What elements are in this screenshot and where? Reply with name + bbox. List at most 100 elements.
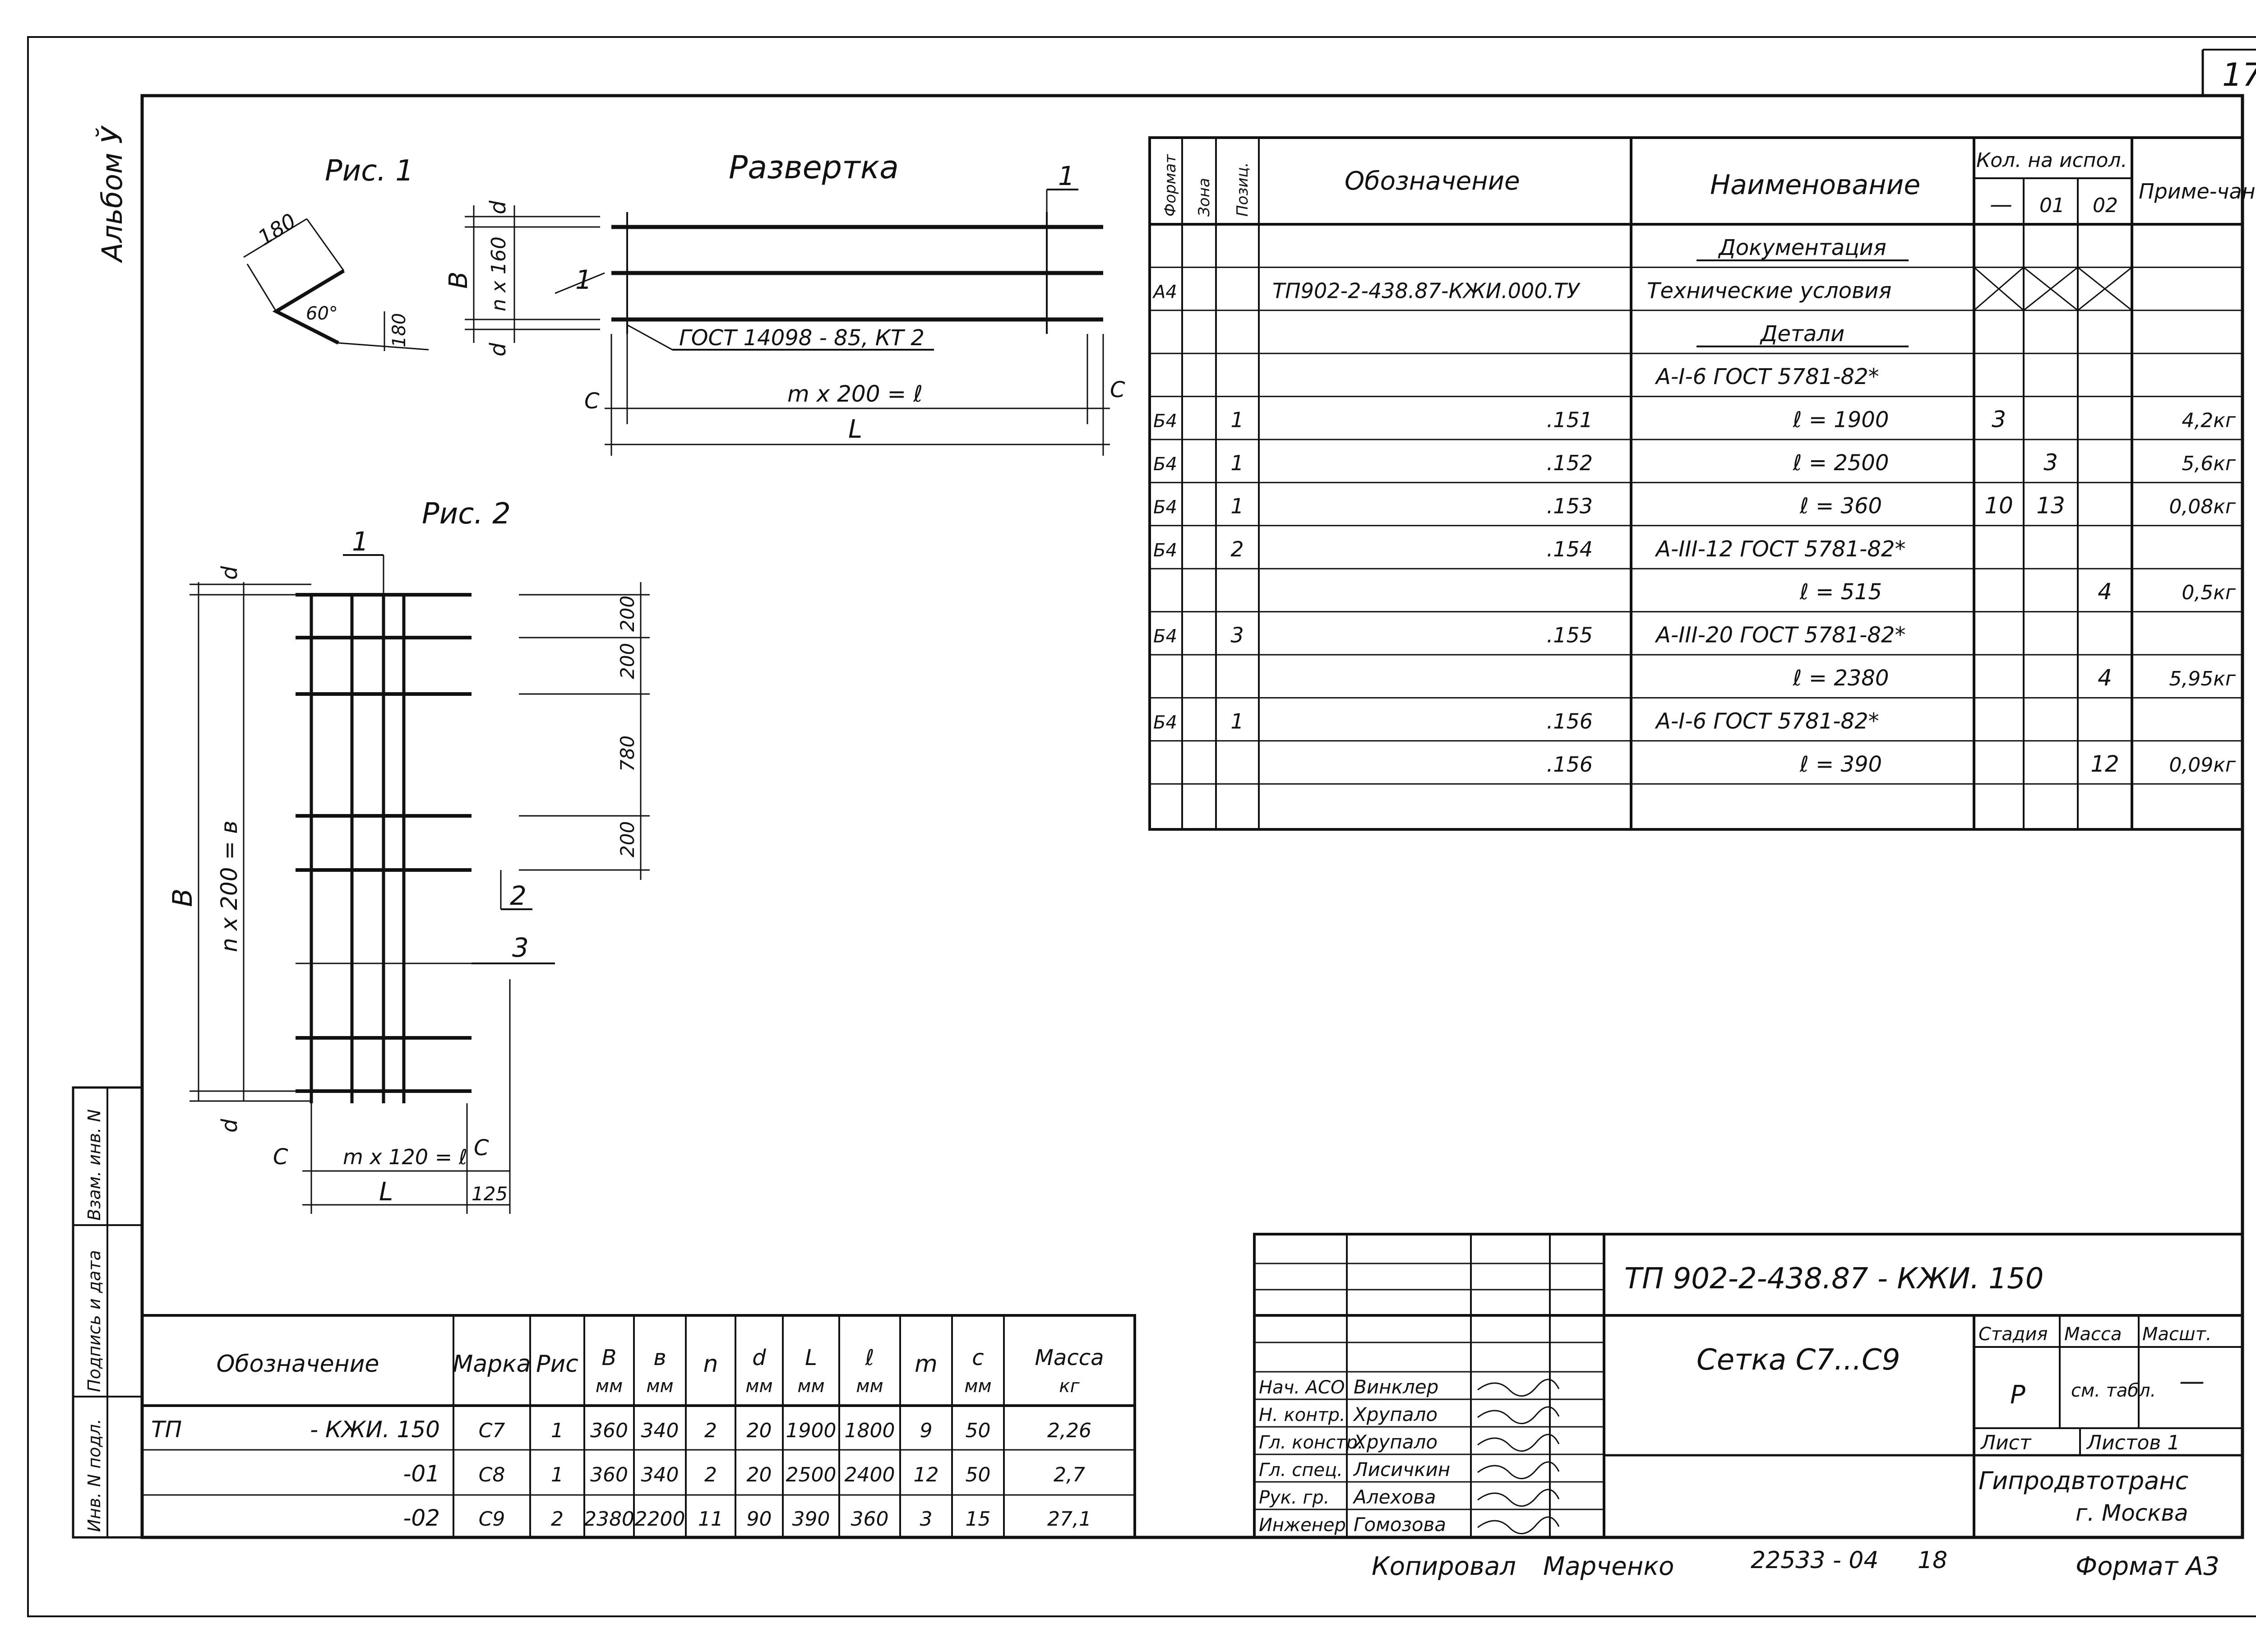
spec-cell-designation: .153 bbox=[1547, 494, 1593, 518]
spec-cell-name: ℓ = 2500 bbox=[1793, 450, 1889, 476]
spec-cell-name: ℓ = 1900 bbox=[1793, 407, 1889, 433]
title-org: Гипродвтотранс bbox=[1979, 1467, 2188, 1495]
title-scale: — bbox=[2179, 1367, 2205, 1396]
marks-cell-mark: С7 bbox=[479, 1419, 505, 1442]
marks-header: m bbox=[915, 1351, 938, 1378]
marks-header: c bbox=[972, 1345, 984, 1370]
marks-cell-L: 2500 bbox=[786, 1463, 837, 1486]
marks-header: Рис bbox=[536, 1351, 578, 1378]
title-code: ТП 902-2-438.87 - КЖИ. 150 bbox=[1624, 1262, 2043, 1296]
spec-header-zone: Зона bbox=[1195, 178, 1213, 217]
marks-cell-mark: С8 bbox=[479, 1463, 505, 1486]
spec-cell-format: Б4 bbox=[1153, 411, 1177, 432]
signature bbox=[1477, 1489, 1560, 1507]
marks-header: Марка bbox=[453, 1351, 531, 1378]
marks-cell-mass: 2,7 bbox=[1054, 1463, 1085, 1486]
fig2-pos-2: 2 bbox=[510, 880, 527, 911]
fig2-dim-mx: m x 120 = ℓ bbox=[343, 1145, 467, 1169]
spec-cell-name: ℓ = 515 bbox=[1799, 579, 1882, 605]
spec-cell-position: 3 bbox=[1230, 623, 1244, 648]
title-stage-label: Стадия bbox=[1979, 1324, 2048, 1345]
fig2-dim-c-left: C bbox=[273, 1144, 288, 1170]
spec-cell-name: ℓ = 390 bbox=[1799, 752, 1882, 777]
marks-cell-L: 1900 bbox=[786, 1419, 837, 1442]
spec-cell-note: 4,2кг bbox=[2182, 409, 2236, 432]
marks-header-unit: мм bbox=[856, 1376, 883, 1397]
fig2-dim-125: 125 bbox=[472, 1183, 508, 1205]
fig2-dim-c-right: C bbox=[474, 1135, 489, 1161]
title-block: ТП 902-2-438.87 - КЖИ. 150 Сетка С7...С9… bbox=[1253, 1233, 2244, 1539]
unfold-view: Развертка 1 1 ГОСТ 14098 - 85, КТ 2 d n … bbox=[444, 149, 1125, 456]
album-label: Альбом Ў bbox=[96, 125, 129, 264]
format-label: Формат А3 bbox=[2076, 1552, 2219, 1581]
marks-header-unit: мм bbox=[745, 1376, 772, 1397]
title-mass: см. табл. bbox=[2071, 1380, 2156, 1401]
signature bbox=[1477, 1434, 1560, 1452]
marks-cell-c: 50 bbox=[966, 1419, 991, 1442]
spec-cross bbox=[2077, 267, 2132, 311]
marks-cell-m: 3 bbox=[920, 1508, 933, 1531]
fig1-dim-angle: 60° bbox=[306, 303, 338, 324]
marks-cell-B: 2380 bbox=[584, 1508, 634, 1531]
marks-cell-b: 2200 bbox=[635, 1508, 685, 1531]
marks-cell-mass: 2,26 bbox=[1047, 1419, 1091, 1442]
spec-header-note: Приме-чание bbox=[2139, 179, 2256, 204]
marks-cell-n: 2 bbox=[704, 1463, 717, 1486]
marks-header: Масса bbox=[1035, 1345, 1104, 1370]
spec-cell-note: 0,08кг bbox=[2169, 495, 2236, 518]
marks-cell-prefix: ТП bbox=[151, 1416, 182, 1443]
marks-cell-l: 360 bbox=[851, 1508, 889, 1531]
title-sheets-label: Листов 1 bbox=[2086, 1431, 2180, 1454]
fig2-dim-200b: 200 bbox=[616, 643, 638, 679]
spec-cell-note: 0,5кг bbox=[2182, 581, 2236, 604]
spec-cell-format: Б4 bbox=[1153, 497, 1177, 518]
unfold-dim-d-top: d bbox=[485, 200, 511, 214]
signer-role: Инженер bbox=[1259, 1515, 1346, 1536]
spec-header-name: Наименование bbox=[1710, 169, 1920, 201]
marks-cell-mark: С9 bbox=[479, 1508, 505, 1531]
spec-cell-designation: .156 bbox=[1547, 709, 1593, 733]
fig2-dim-l: L bbox=[379, 1177, 393, 1207]
fig1-title: Рис. 1 bbox=[325, 154, 414, 188]
signer-name: Гомозова bbox=[1354, 1513, 1446, 1536]
spec-cell-format: Б4 bbox=[1153, 454, 1177, 475]
marks-cell-fig: 2 bbox=[551, 1508, 564, 1531]
marks-header: В bbox=[602, 1345, 617, 1370]
spec-cell-name: А-III-12 ГОСТ 5781-82* bbox=[1655, 537, 1905, 562]
spec-header-qty-2: 02 bbox=[2093, 194, 2118, 217]
side-stamp-inv: Инв. N подл. bbox=[84, 1419, 104, 1532]
marks-header: d bbox=[752, 1345, 766, 1370]
unfold-note: ГОСТ 14098 - 85, КТ 2 bbox=[679, 325, 925, 351]
spec-cell-position: 1 bbox=[1230, 451, 1244, 475]
spec-cell-designation: .154 bbox=[1547, 537, 1593, 561]
marks-cell-m: 9 bbox=[920, 1419, 933, 1442]
signer-role: Гл. констр. bbox=[1259, 1432, 1363, 1453]
sheet-number: 17 bbox=[2222, 56, 2256, 93]
marks-header: ℓ bbox=[865, 1345, 874, 1370]
marks-header-unit: мм bbox=[646, 1376, 673, 1397]
signature bbox=[1477, 1379, 1560, 1397]
fig2-dim-d-top: d bbox=[217, 566, 242, 580]
fig1-dim-top: 180 bbox=[254, 208, 300, 250]
title-city: г. Москва bbox=[2076, 1500, 2188, 1526]
spec-header-qty-1: 01 bbox=[2039, 194, 2065, 217]
fig2-dim-200a: 200 bbox=[616, 596, 638, 632]
title-mass-label: Масса bbox=[2064, 1324, 2122, 1345]
figure-2: Рис. 2 1 2 3 d n x 200 = в B d bbox=[167, 497, 650, 1214]
spec-header-designation: Обозначение bbox=[1345, 167, 1520, 196]
spec-cell-qty-0: 3 bbox=[1992, 407, 2006, 433]
marks-header-unit: мм bbox=[596, 1376, 623, 1397]
marks-cell-designation: - КЖИ. 150 bbox=[310, 1416, 440, 1443]
signer-role: Н. контр. bbox=[1259, 1405, 1345, 1425]
marks-cell-fig: 1 bbox=[551, 1463, 564, 1486]
signer-name: Хрупало bbox=[1353, 1431, 1438, 1453]
fig2-dim-nx: n x 200 = в bbox=[216, 820, 242, 952]
spec-cell-name: А-III-20 ГОСТ 5781-82* bbox=[1655, 623, 1905, 648]
spec-cell-name: А-I-6 ГОСТ 5781-82* bbox=[1655, 364, 1879, 389]
marks-cell-n: 2 bbox=[704, 1419, 717, 1442]
signer-role: Рук. гр. bbox=[1259, 1487, 1330, 1508]
marks-cell-l: 2400 bbox=[845, 1463, 895, 1486]
unfold-dim-c-right: C bbox=[1110, 377, 1125, 403]
title-sheet-label: Лист bbox=[1980, 1431, 2032, 1454]
